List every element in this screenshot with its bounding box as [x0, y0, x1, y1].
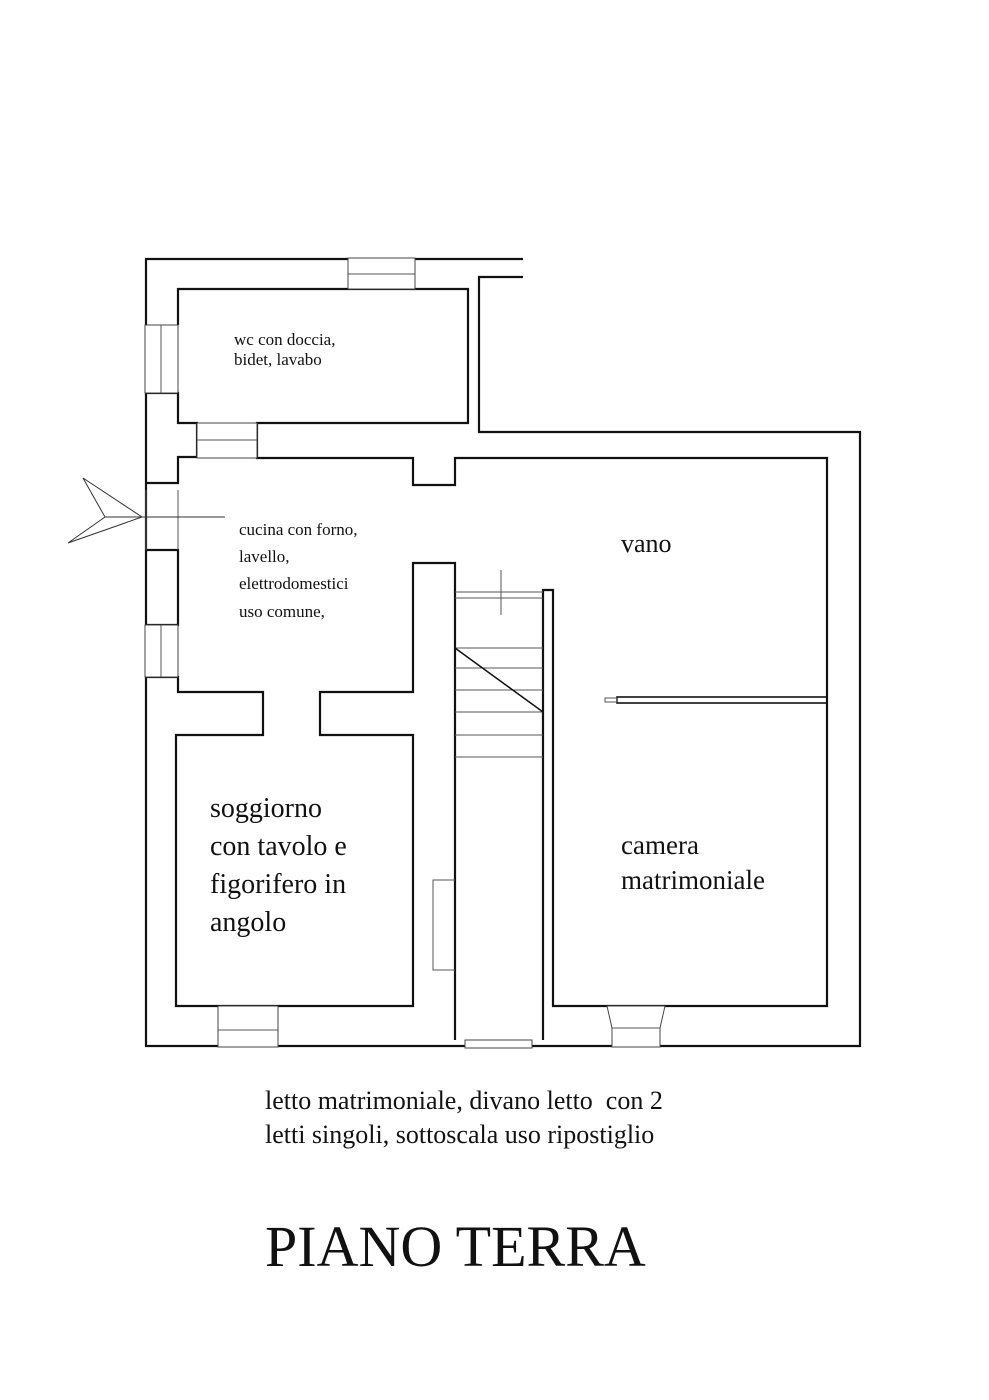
kitchen-left-block — [146, 548, 180, 627]
label-line: uso comune, — [239, 601, 325, 621]
label-line: camera — [621, 830, 699, 860]
plan-title: PIANO TERRA — [265, 1214, 646, 1279]
label-line: soggiorno — [210, 793, 322, 824]
room-label-wc: wc con doccia,bidet, lavabo — [234, 330, 335, 371]
partition-wall — [616, 696, 828, 704]
wc-left-jamb — [146, 391, 199, 485]
entrance-opening — [145, 490, 179, 550]
label-line: angolo — [210, 907, 287, 939]
kitchen-left-lower — [146, 561, 457, 1040]
note-line: letti singoli, sottoscala uso ripostigli… — [265, 1119, 655, 1149]
room-label-camera: camera matrimoniale — [621, 828, 765, 898]
wc-wall — [176, 287, 829, 1040]
entrance-arrow-icon — [67, 477, 225, 544]
label-line: con tavolo e — [210, 831, 347, 863]
note-line: letto matrimoniale, divano letto con 2 — [265, 1086, 663, 1115]
label-line: vano — [621, 529, 672, 558]
label-line: matrimoniale — [621, 865, 765, 896]
label-line: figorifero in — [210, 869, 347, 901]
label-line: cucina con forno, — [239, 520, 358, 539]
notes: letto matrimoniale, divano letto con 2 le… — [265, 1084, 663, 1152]
label-line: elettrodomestici — [239, 574, 349, 594]
label-line: wc con doccia, — [234, 330, 336, 349]
room-label-vano: vano — [621, 528, 672, 559]
staircase — [454, 570, 544, 758]
stair-closet-line — [432, 879, 455, 971]
label-line: bidet, lavabo — [234, 350, 322, 370]
windows — [144, 257, 666, 1049]
sliding-door — [604, 697, 618, 703]
label-line: lavello, — [239, 547, 290, 567]
room-label-cucina: cucina con forno, lavello, elettrodomestic… — [239, 516, 357, 625]
room-label-soggiorno: soggiorno con tavolo e figorifero in angolo — [210, 790, 347, 942]
